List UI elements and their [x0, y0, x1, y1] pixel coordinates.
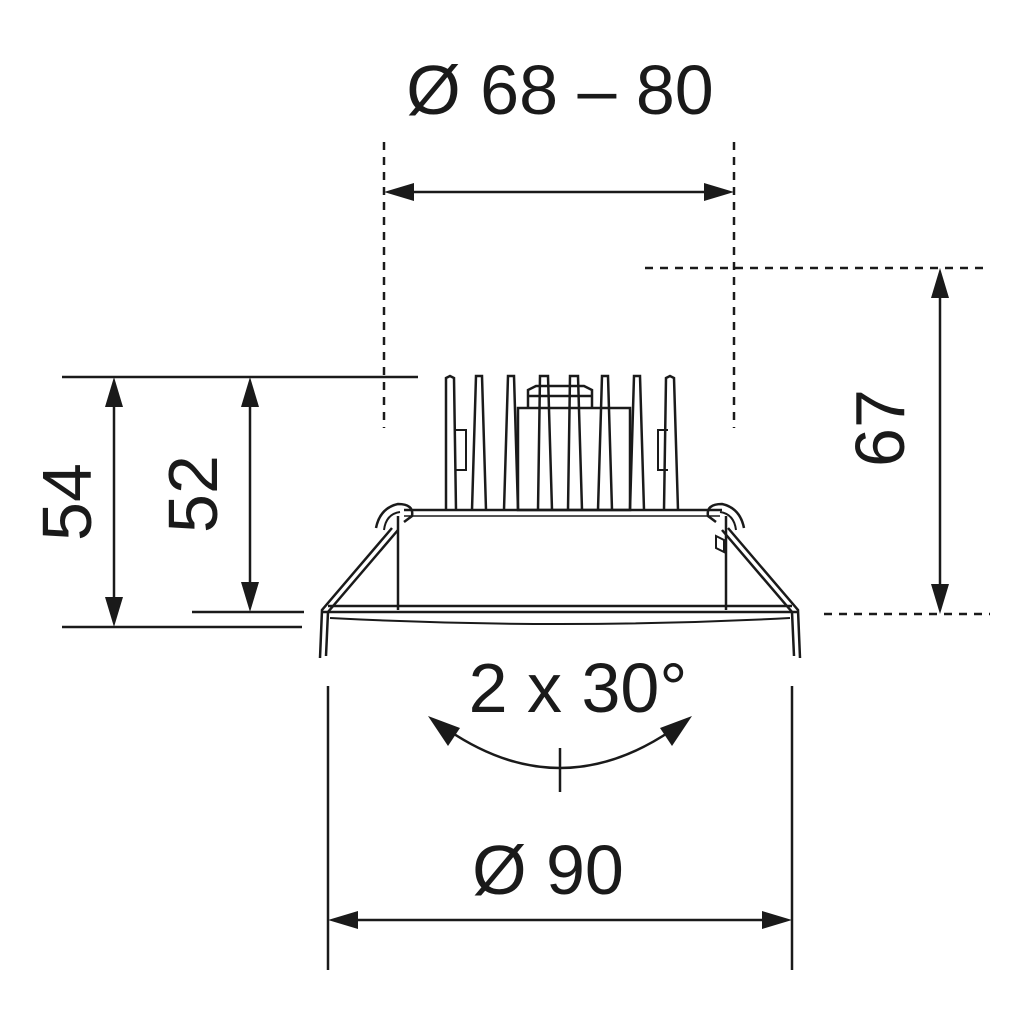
tilt-label: 2 x 30° — [469, 649, 688, 727]
total-height-top-arrow — [931, 268, 949, 298]
tilt-right-arrow — [660, 716, 692, 746]
height-54-label: 54 — [28, 463, 106, 541]
total-height-dimension: 67 — [645, 266, 990, 616]
cutout-diameter-label: Ø 68 – 80 — [406, 51, 713, 129]
outer-right-arrow — [762, 911, 792, 929]
total-height-bottom-arrow — [931, 584, 949, 614]
tilt-left-arrow — [428, 716, 460, 746]
right-spring-clip — [706, 502, 802, 659]
housing — [396, 508, 728, 610]
flange — [322, 604, 798, 625]
luminaire-body — [318, 374, 802, 659]
outer-left-arrow — [328, 911, 358, 929]
height-52-dimension: 52 — [154, 377, 304, 614]
tilt-indicator: 2 x 30° — [428, 649, 692, 792]
left-spring-clip — [318, 502, 414, 659]
height-54-top-arrow — [105, 377, 123, 407]
height-54-dimension: 54 — [28, 375, 418, 629]
outer-diameter-label: Ø 90 — [472, 831, 624, 909]
height-52-top-arrow — [241, 377, 259, 407]
heat-sink-fins — [444, 374, 680, 512]
cutout-left-arrow — [384, 183, 414, 201]
total-height-label: 67 — [841, 389, 919, 467]
height-52-bottom-arrow — [241, 582, 259, 612]
height-54-bottom-arrow — [105, 597, 123, 627]
cutout-diameter-dimension: Ø 68 – 80 — [382, 51, 736, 428]
cutout-right-arrow — [704, 183, 734, 201]
outer-diameter-dimension: Ø 90 — [326, 686, 794, 970]
height-52-label: 52 — [154, 455, 232, 533]
